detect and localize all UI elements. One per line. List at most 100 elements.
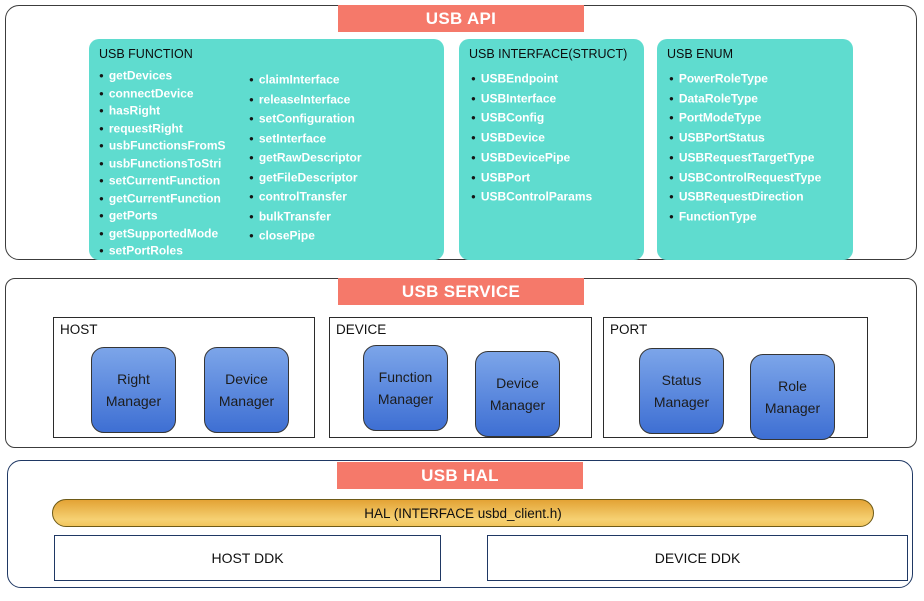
bullet-icon: ● xyxy=(471,93,476,103)
usb-enum-item: ●USBPortStatus xyxy=(669,128,853,148)
usb-enum-item: ● USBRequestDirection xyxy=(669,187,853,207)
usb-function-item: ●getDevices xyxy=(99,67,249,85)
hal-interface-bar: HAL (INTERFACE usbd_client.h) xyxy=(52,499,874,527)
usb-function-title: USB FUNCTION xyxy=(99,47,193,61)
service-group-host: HOST Right Manager Device Manager xyxy=(53,317,315,438)
right-manager-box: Right Manager xyxy=(91,347,176,433)
usb-enum-item-label: PortModeType xyxy=(678,110,762,125)
usb-function-item: ●connectDevice xyxy=(99,85,249,103)
usb-function-item-label: releaseInterface xyxy=(258,92,351,106)
usb-function-item-label: setPortRoles xyxy=(108,243,183,258)
bullet-icon: ● xyxy=(249,75,254,84)
usb-enum-item: ● PortModeType xyxy=(669,108,853,128)
usb-function-item: ● getFileDescriptor xyxy=(249,168,444,188)
usb-function-item: ●bulkTransfer xyxy=(249,207,444,227)
usb-api-banner: USB API xyxy=(338,5,584,32)
usb-function-item-label: getCurrentFunction xyxy=(108,191,221,205)
bullet-icon: ● xyxy=(669,152,674,162)
service-group-label: PORT xyxy=(610,322,648,337)
usb-function-column-2: ●claimInterface●releaseInterface●setConf… xyxy=(249,67,444,260)
bullet-icon: ● xyxy=(99,193,104,203)
usb-enum-list: ●PowerRoleType●DataRoleType●PortModeType… xyxy=(657,69,853,227)
usb-interface-item-label: USBDevice xyxy=(480,130,545,145)
usb-enum-box: USB ENUM ●PowerRoleType●DataRoleType●Por… xyxy=(657,39,853,260)
usb-enum-item-label: USBRequestTargetType xyxy=(678,150,815,165)
bullet-icon: ● xyxy=(471,74,476,83)
usb-function-column-1: ●getDevices●connectDevice●hasRight●reque… xyxy=(99,67,249,260)
usb-enum-item: ●USBControlRequestType xyxy=(669,168,853,188)
usb-function-item: ●controlTransfer xyxy=(249,187,444,207)
bullet-icon: ● xyxy=(249,172,254,182)
service-group-label: DEVICE xyxy=(336,322,387,337)
bullet-icon: ● xyxy=(471,113,476,123)
usb-function-item-label: closePipe xyxy=(258,228,315,243)
usb-enum-item: ● USBRequestTargetType xyxy=(669,148,853,168)
device-manager-box: Device Manager xyxy=(204,347,289,433)
device-ddk-box: DEVICE DDK xyxy=(487,535,908,581)
usb-enum-title: USB ENUM xyxy=(667,47,733,61)
usb-interface-item: ● USBControlParams xyxy=(471,187,644,207)
usb-function-item-label: setConfiguration xyxy=(258,111,355,126)
usb-function-item-label: getSupportedMode xyxy=(108,226,219,240)
usb-interface-item: ● USBInterface xyxy=(471,89,644,109)
bullet-icon: ● xyxy=(99,88,104,98)
service-group-label: HOST xyxy=(60,322,98,337)
usb-interface-item-label: USBPort xyxy=(480,170,531,185)
usb-enum-item-label: FunctionType xyxy=(678,209,757,224)
usb-enum-item: ●DataRoleType xyxy=(669,89,853,109)
bullet-icon: ● xyxy=(99,158,104,168)
bullet-icon: ● xyxy=(99,106,104,115)
bullet-icon: ● xyxy=(99,176,104,185)
usb-function-item-label: hasRight xyxy=(108,103,161,118)
bullet-icon: ● xyxy=(471,172,476,182)
usb-interface-item-label: USBControlParams xyxy=(480,189,593,204)
role-manager-box: Role Manager xyxy=(750,354,835,440)
bullet-icon: ● xyxy=(99,123,104,133)
usb-function-item-label: getFileDescriptor xyxy=(258,170,358,184)
usb-interface-item: ● USBDevicePipe xyxy=(471,148,644,168)
bullet-icon: ● xyxy=(249,231,254,240)
bullet-icon: ● xyxy=(669,113,674,123)
usb-function-item: ●claimInterface xyxy=(249,70,444,90)
bullet-icon: ● xyxy=(99,141,104,150)
function-manager-box: Function Manager xyxy=(363,345,448,431)
status-manager-box: Status Manager xyxy=(639,348,724,434)
bullet-icon: ● xyxy=(249,133,254,143)
usb-function-item-label: setInterface xyxy=(258,131,327,145)
usb-function-item: ● usbFunctionsToStri xyxy=(99,155,249,173)
usb-function-item-label: controlTransfer xyxy=(258,189,347,204)
usb-enum-item-label: PowerRoleType xyxy=(678,71,768,86)
bullet-icon: ● xyxy=(249,211,254,221)
bullet-icon: ● xyxy=(471,192,476,202)
usb-interface-item-label: USBEndpoint xyxy=(480,71,559,86)
usb-function-item: ●setPortRoles xyxy=(99,242,249,260)
usb-interface-list: ● USBEndpoint ● USBInterface ● USBConfig ● USBD… xyxy=(459,69,644,207)
usb-function-box: USB FUNCTION ●getDevices●connectDevice●h… xyxy=(89,39,444,260)
usb-function-item: ●setConfiguration xyxy=(249,109,444,129)
bullet-icon: ● xyxy=(669,93,674,103)
usb-enum-item-label: USBRequestDirection xyxy=(678,189,804,204)
bullet-icon: ● xyxy=(249,153,254,162)
usb-interface-item-label: USBConfig xyxy=(480,110,545,125)
usb-function-item-label: requestRight xyxy=(108,121,183,135)
usb-function-item-label: getDevices xyxy=(108,68,173,83)
usb-interface-item-label: USBDevicePipe xyxy=(480,150,571,165)
usb-function-item: ●setCurrentFunction xyxy=(99,172,249,190)
usb-function-item: ● requestRight xyxy=(99,120,249,138)
usb-function-columns: ●getDevices●connectDevice●hasRight●reque… xyxy=(89,67,444,260)
usb-function-item-label: usbFunctionsToStri xyxy=(108,156,222,170)
bullet-icon: ● xyxy=(471,152,476,162)
usb-function-item: ●usbFunctionsFromS xyxy=(99,137,249,155)
usb-function-item: ● closePipe xyxy=(249,226,444,246)
usb-interface-item-label: USBInterface xyxy=(480,91,557,106)
usb-enum-item-label: USBControlRequestType xyxy=(678,170,822,185)
usb-function-item: ●getSupportedMode xyxy=(99,225,249,243)
usb-interface-box: USB INTERFACE(STRUCT) ● USBEndpoint ● USBIn… xyxy=(459,39,644,260)
usb-hal-banner: USB HAL xyxy=(337,462,583,489)
bullet-icon: ● xyxy=(669,192,674,202)
usb-hal-layer: USB HAL HAL (INTERFACE usbd_client.h) HO… xyxy=(7,460,913,588)
bullet-icon: ● xyxy=(471,133,476,143)
usb-interface-title: USB INTERFACE(STRUCT) xyxy=(469,47,628,61)
